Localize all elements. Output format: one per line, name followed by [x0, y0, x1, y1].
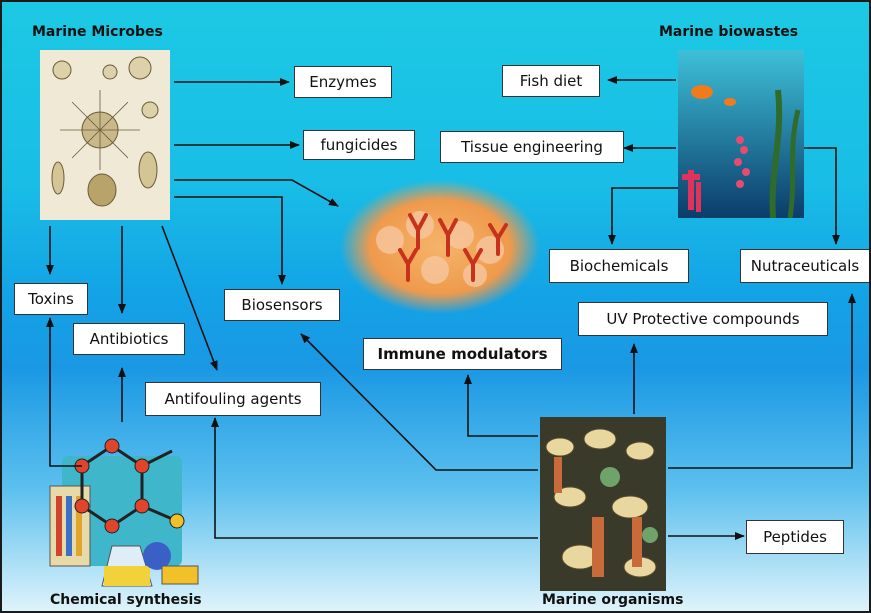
title-marine-organisms: Marine organisms — [542, 592, 683, 608]
arrow-to-biochemicals — [612, 188, 678, 244]
box-peptides: Peptides — [746, 520, 844, 554]
box-biochemicals: Biochemicals — [549, 249, 689, 283]
arrow-to-biosensors — [174, 197, 282, 284]
box-fungicides: fungicides — [303, 130, 415, 160]
arrow-organisms-to-immune — [468, 375, 538, 436]
box-biosensors: Biosensors — [224, 289, 340, 321]
box-immune-modulators: Immune modulators — [363, 338, 562, 370]
title-marine-microbes: Marine Microbes — [32, 24, 163, 40]
box-tissue-engineering: Tissue engineering — [440, 131, 624, 163]
box-fish-diet: Fish diet — [502, 65, 600, 97]
arrow-to-immune-image — [174, 180, 338, 206]
title-marine-biowastes: Marine biowastes — [659, 24, 798, 40]
box-toxins: Toxins — [14, 283, 88, 315]
box-antibiotics: Antibiotics — [73, 323, 185, 355]
box-antifouling: Antifouling agents — [145, 382, 321, 416]
box-uv-protective: UV Protective compounds — [578, 302, 828, 336]
box-enzymes: Enzymes — [294, 66, 392, 98]
box-nutraceuticals: Nutraceuticals — [740, 249, 870, 283]
arrow-to-nutraceuticals — [804, 148, 836, 244]
title-chemical-synthesis: Chemical synthesis — [50, 592, 202, 608]
